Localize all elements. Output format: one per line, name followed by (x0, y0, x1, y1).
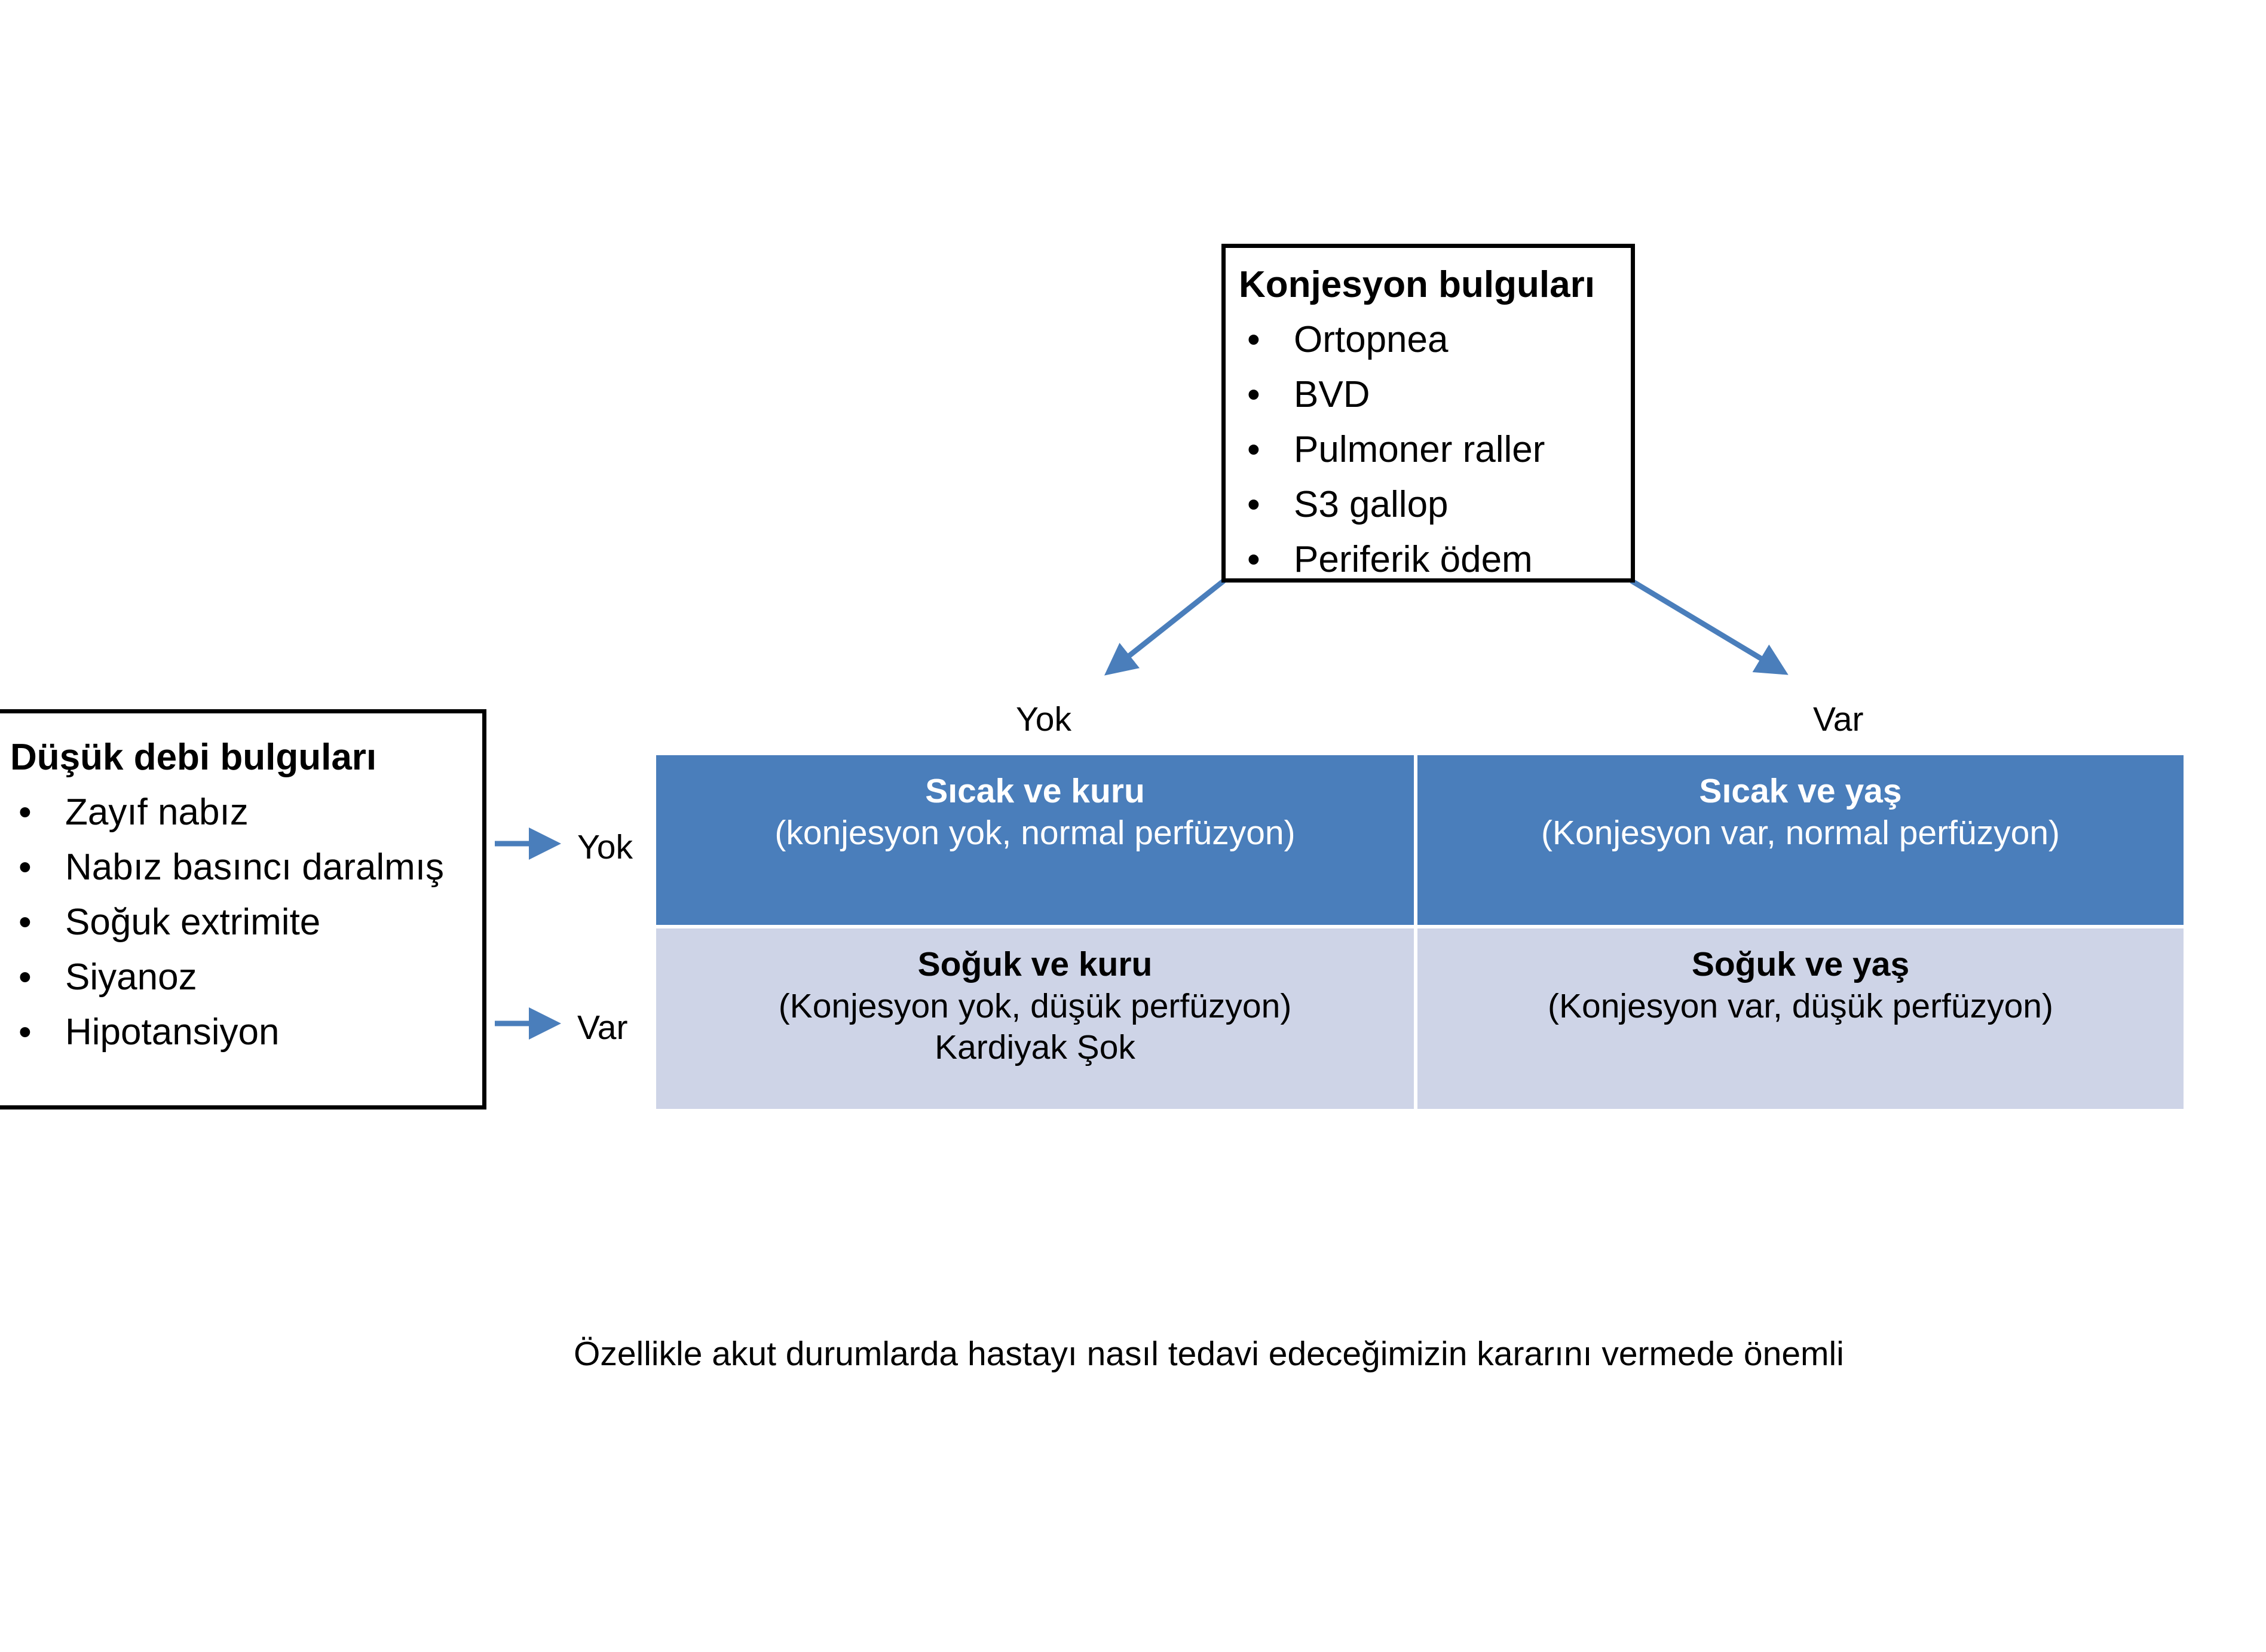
low-output-box-title: Düşük debi bulguları (10, 737, 377, 778)
footnote-text: Özellikle akut durumlarda hastayı nasıl … (574, 1335, 1844, 1373)
quadrant-cell-warm-wet[interactable]: Sıcak ve yaş (Konjesyon var, normal perf… (1417, 755, 2184, 928)
quadrant-cell-cold-wet[interactable]: Soğuk ve yaş (Konjesyon var, düşük perfü… (1417, 928, 2184, 1109)
congestion-bullet-list: Ortopnea BVD Pulmoner raller S3 gallop P… (1239, 318, 1631, 581)
list-item: Ortopnea (1239, 318, 1631, 361)
quadrant-title: Sıcak ve kuru (925, 772, 1145, 810)
congestion-box-title: Konjesyon bulguları (1239, 264, 1595, 305)
list-item: BVD (1239, 373, 1631, 416)
column-label-var: Var (1813, 700, 1864, 738)
list-item: Nabız basıncı daralmış (10, 846, 482, 889)
list-item: Siyanoz (10, 956, 482, 999)
clinical-profile-quadrant-grid: Sıcak ve kuru (konjesyon yok, normal per… (656, 755, 2184, 1109)
quadrant-subtitle: (Konjesyon yok, düşük perfüzyon) (778, 986, 1292, 1025)
list-item: Pulmoner raller (1239, 428, 1631, 471)
list-item: Periferik ödem (1239, 538, 1631, 581)
list-item: Soğuk extrimite (10, 901, 482, 944)
arrow-congestion-to-yok (1104, 578, 1226, 676)
quadrant-title: Sıcak ve yaş (1699, 772, 1902, 810)
low-output-findings-box: Düşük debi bulguları Zayıf nabız Nabız b… (0, 709, 486, 1109)
list-item: S3 gallop (1239, 483, 1631, 526)
row-label-yok: Yok (577, 828, 633, 866)
quadrant-subtitle: (konjesyon yok, normal perfüzyon) (774, 813, 1296, 852)
column-label-yok: Yok (1016, 700, 1071, 738)
quadrant-title: Soğuk ve kuru (917, 945, 1153, 983)
quadrant-title: Soğuk ve yaş (1691, 945, 1910, 983)
row-label-var: Var (577, 1009, 628, 1047)
list-item: Hipotansiyon (10, 1011, 482, 1054)
congestion-findings-box: Konjesyon bulguları Ortopnea BVD Pulmone… (1221, 244, 1635, 583)
low-output-bullet-list: Zayıf nabız Nabız basıncı daralmış Soğuk… (10, 791, 482, 1054)
quadrant-cell-cold-dry[interactable]: Soğuk ve kuru (Konjesyon yok, düşük perf… (656, 928, 1417, 1109)
arrow-congestion-to-var (1630, 578, 1789, 675)
quadrant-subtitle: (Konjesyon var, düşük perfüzyon) (1548, 986, 2053, 1025)
list-item: Zayıf nabız (10, 791, 482, 834)
quadrant-subtitle: (Konjesyon var, normal perfüzyon) (1541, 813, 2060, 852)
quadrant-extra: Kardiyak Şok (935, 1028, 1135, 1067)
quadrant-cell-warm-dry[interactable]: Sıcak ve kuru (konjesyon yok, normal per… (656, 755, 1417, 928)
